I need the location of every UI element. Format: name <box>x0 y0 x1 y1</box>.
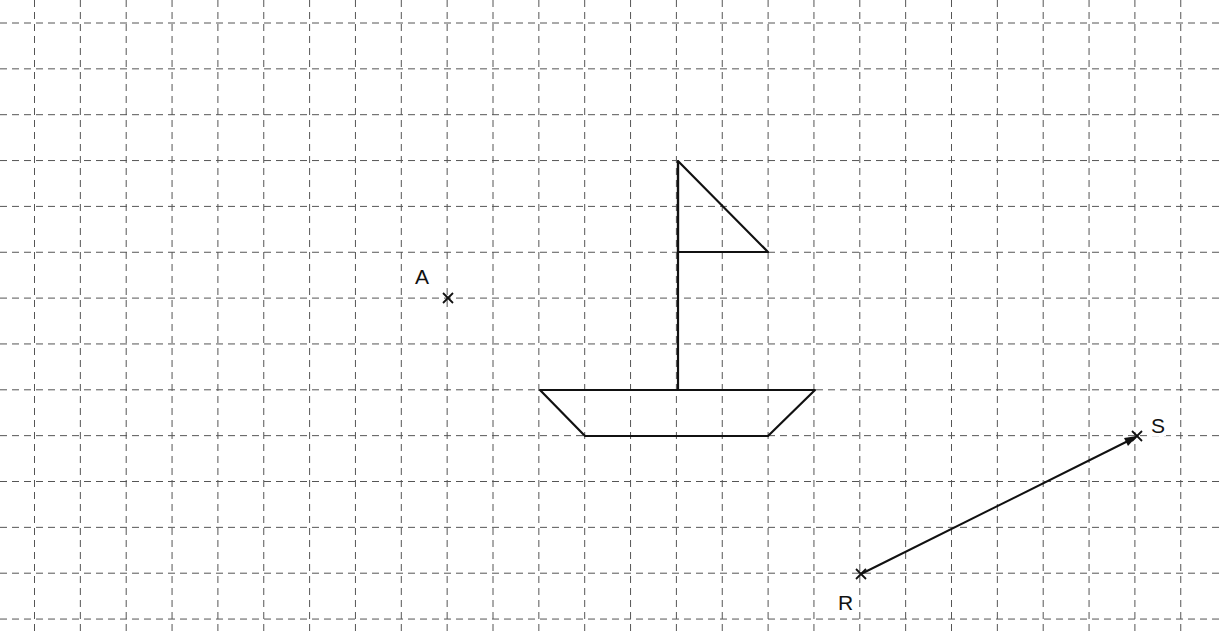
point-label: R <box>837 592 854 613</box>
hull <box>540 390 815 436</box>
sailboat <box>540 161 815 436</box>
point-label: A <box>414 266 430 287</box>
arrowhead <box>1124 436 1137 446</box>
point-label: S <box>1150 415 1166 436</box>
point-a <box>443 293 453 303</box>
vector-rs <box>861 440 1130 574</box>
flag <box>678 161 768 252</box>
